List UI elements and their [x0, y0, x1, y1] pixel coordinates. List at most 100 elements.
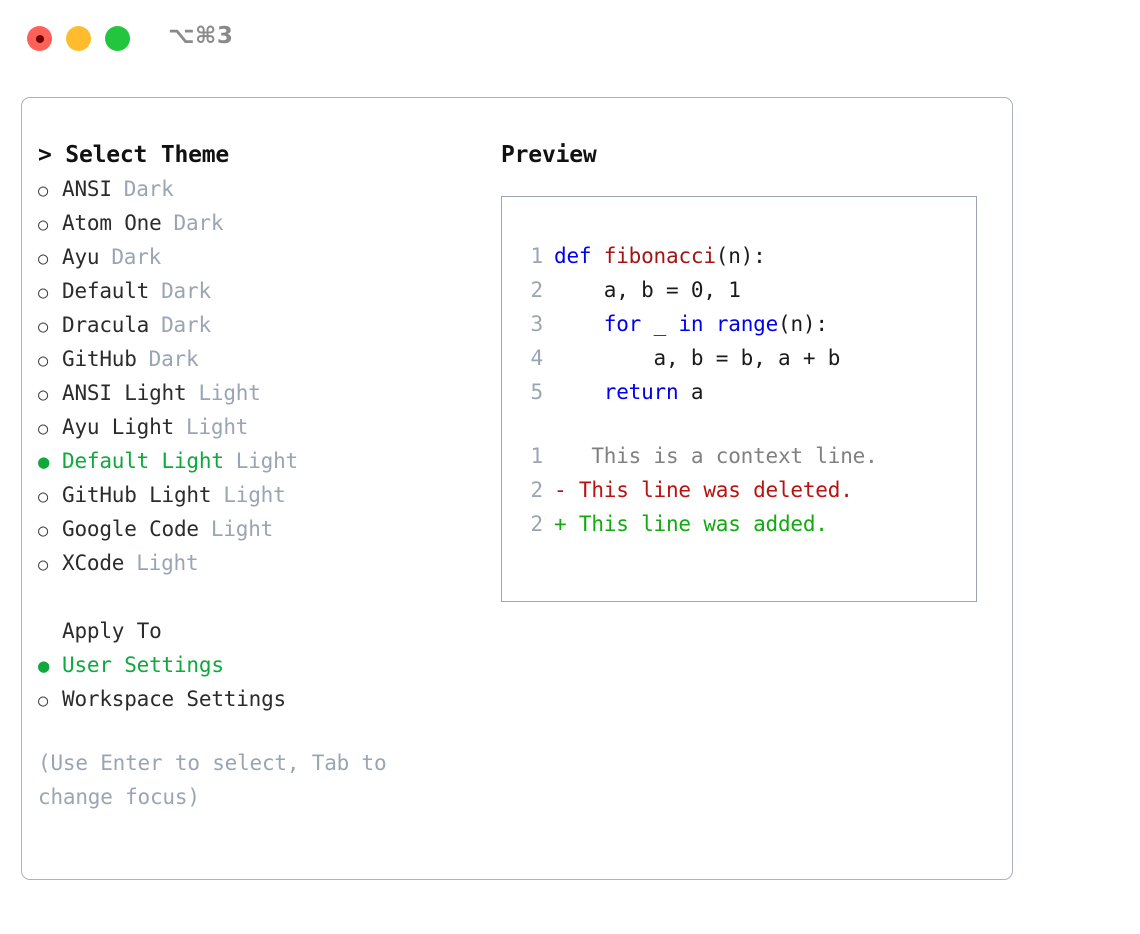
keyboard-hint-text: (Use Enter to select, Tab to change focu…	[38, 751, 387, 809]
code-token-plain: a	[678, 380, 704, 404]
theme-option-category: Dark	[123, 177, 174, 201]
diff-line-context: 1 This is a context line.	[502, 439, 976, 473]
select-theme-heading: > Select Theme	[38, 142, 230, 168]
theme-option-label: Google Code	[62, 517, 199, 541]
theme-option-label: Default Light	[62, 449, 224, 473]
radio-unselected-icon: ○	[38, 691, 49, 711]
theme-option-ayu[interactable]: ○ Ayu Dark	[38, 240, 468, 274]
code-line: 3 for _ in range(n):	[502, 307, 976, 341]
theme-option-label: Ayu	[62, 245, 100, 269]
apply-to-list: ● User Settings ○ Workspace Settings	[38, 648, 468, 716]
list-spacer	[38, 580, 468, 614]
theme-option-category: Light	[186, 415, 249, 439]
maximize-window-icon[interactable]	[105, 26, 130, 51]
theme-option-category: Light	[223, 483, 286, 507]
code-line: 2 a, b = 0, 1	[502, 273, 976, 307]
diff-line-number: 1	[530, 444, 544, 468]
code-diff-separator	[502, 409, 976, 439]
theme-option-category: Dark	[173, 211, 224, 235]
theme-option-category: Light	[210, 517, 274, 541]
apply-to-option-label: User Settings	[62, 653, 224, 677]
radio-unselected-icon: ○	[38, 487, 49, 507]
diff-line-added: 2+ This line was added.	[502, 507, 976, 541]
diff-line-text: + This line was added.	[554, 512, 828, 536]
code-line: 5 return a	[502, 375, 976, 409]
theme-option-label: GitHub Light	[62, 483, 212, 507]
close-window-icon[interactable]	[27, 26, 52, 51]
radio-unselected-icon: ○	[38, 317, 49, 337]
theme-option-label: Atom One	[62, 211, 162, 235]
theme-option-github-light[interactable]: ○ GitHub Light Light	[38, 478, 468, 512]
radio-unselected-icon: ○	[38, 181, 49, 201]
theme-option-category: Dark	[111, 245, 162, 269]
diff-line-number: 2	[530, 478, 544, 502]
code-line-text: def fibonacci(n):	[554, 239, 766, 273]
code-line-number: 1	[530, 244, 544, 268]
theme-option-category: Light	[198, 381, 261, 405]
code-token-plain: a, b = 0, 1	[554, 278, 741, 302]
code-token-function: fibonacci	[603, 244, 716, 268]
radio-unselected-icon: ○	[38, 521, 49, 541]
theme-option-category: Light	[136, 551, 199, 575]
code-line-number: 3	[530, 312, 544, 336]
theme-option-label: Dracula	[62, 313, 150, 337]
radio-unselected-icon: ○	[38, 385, 49, 405]
apply-to-option-workspace-settings[interactable]: ○ Workspace Settings	[38, 682, 468, 716]
theme-option-category: Dark	[148, 347, 199, 371]
apply-to-option-user-settings[interactable]: ● User Settings	[38, 648, 468, 682]
code-token-plain: (n):	[715, 244, 766, 268]
traffic-lights	[27, 26, 130, 51]
theme-option-category: Light	[235, 449, 298, 473]
code-line-number: 5	[530, 380, 544, 404]
code-line: 4 a, b = b, a + b	[502, 341, 976, 375]
preview-heading: Preview	[501, 142, 597, 168]
code-line-number: 4	[530, 346, 544, 370]
code-token-keyword: for	[603, 312, 642, 336]
minimize-window-icon[interactable]	[66, 26, 91, 51]
diff-line-text: - This line was deleted.	[554, 478, 853, 502]
radio-unselected-icon: ○	[38, 283, 49, 303]
theme-option-label: ANSI	[62, 177, 112, 201]
code-token-plain: a, b = b, a + b	[554, 346, 841, 370]
title-bar: ⌥⌘3	[0, 0, 1140, 78]
theme-option-default[interactable]: ○ Default Dark	[38, 274, 468, 308]
keyboard-shortcut-label: ⌥⌘3	[168, 23, 234, 49]
code-line-text: a, b = b, a + b	[554, 341, 841, 375]
theme-option-google-code[interactable]: ○ Google Code Light	[38, 512, 468, 546]
theme-option-label: XCode	[62, 551, 125, 575]
radio-unselected-icon: ○	[38, 249, 49, 269]
code-line-text: for _ in range(n):	[554, 307, 828, 341]
code-line: 1 def fibonacci(n):	[502, 239, 976, 273]
apply-to-heading: Apply To	[62, 619, 162, 643]
code-token-plain	[554, 380, 604, 404]
radio-unselected-icon: ○	[38, 351, 49, 371]
radio-selected-icon: ●	[38, 655, 50, 677]
close-dot-icon	[35, 34, 44, 43]
theme-option-category: Dark	[161, 279, 211, 303]
radio-unselected-icon: ○	[38, 555, 49, 575]
theme-option-label: Ayu Light	[62, 415, 174, 439]
code-line-text: a, b = 0, 1	[554, 273, 741, 307]
apply-to-option-label: Workspace Settings	[62, 687, 286, 711]
code-token-plain	[554, 312, 604, 336]
theme-option-ansi[interactable]: ○ ANSI Dark	[38, 172, 468, 206]
theme-option-xcode[interactable]: ○ XCode Light	[38, 546, 468, 580]
code-token-plain	[703, 312, 715, 336]
code-token-keyword: range	[715, 312, 779, 336]
diff-line-deleted: 2 - This line was deleted.	[502, 473, 976, 507]
code-token-plain: _	[641, 312, 679, 336]
theme-option-label: Default	[62, 279, 150, 303]
